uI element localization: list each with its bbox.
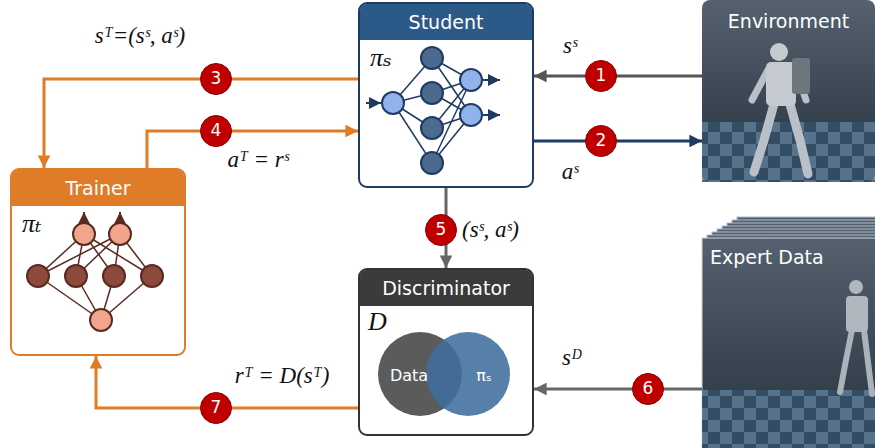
environment-picture — [702, 0, 875, 182]
function-symbol: D — [368, 308, 387, 337]
edge-label: sᴰ — [562, 345, 582, 371]
edge-label: aᵀ = rˢ — [227, 147, 288, 173]
discriminator-box: DiscriminatorD Data πₛ — [358, 268, 534, 436]
callout-number: 5 — [425, 214, 457, 246]
venn-label: πₛ — [476, 367, 492, 385]
box-title: Trainer — [12, 170, 184, 206]
box-title: Discriminator — [360, 270, 532, 306]
student-box: Student πₛ — [358, 2, 534, 188]
box-title: Student — [360, 4, 532, 40]
callout-number: 4 — [200, 115, 232, 147]
callout-number: 3 — [200, 63, 232, 95]
policy-symbol: πₛ — [370, 44, 392, 73]
expert-data-picture — [702, 217, 875, 448]
callout-number: 2 — [585, 125, 617, 157]
trainer-network-icon — [27, 212, 163, 331]
edge-label: sˢ — [563, 33, 577, 59]
policy-symbol: πₜ — [22, 210, 41, 239]
edge-label: sᵀ=(sˢ, aˢ) — [95, 23, 185, 49]
venn-label: Data — [390, 367, 428, 385]
flow-arrow — [534, 75, 702, 78]
callout-number: 7 — [200, 392, 232, 424]
flow-arrow — [44, 79, 358, 168]
edge-label: aˢ — [562, 159, 578, 185]
panel-title: Expert Data — [710, 246, 824, 269]
environment-panel: Environment — [702, 0, 875, 182]
venn-diagram — [378, 332, 510, 416]
expert-data-panel: Expert Data — [702, 238, 875, 448]
panel-title: Environment — [702, 10, 875, 33]
flow-arrow — [534, 140, 702, 143]
flow-arrow — [534, 388, 702, 391]
edge-label: (sˢ, aˢ) — [462, 217, 519, 243]
callout-number: 6 — [632, 373, 664, 405]
edge-label: rᵀ = D(sᵀ) — [235, 363, 330, 389]
callout-number: 1 — [585, 60, 617, 92]
trainer-box: Trainer πₜ — [10, 168, 186, 356]
